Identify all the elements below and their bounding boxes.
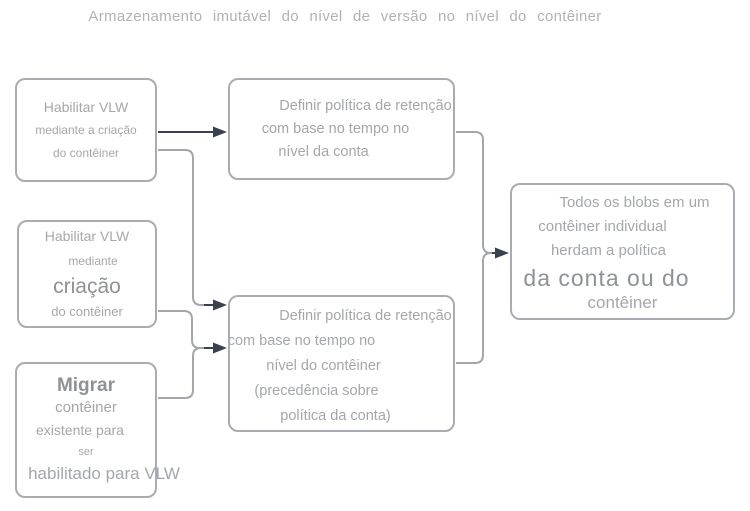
box-line: Habilitar VLW [43, 98, 129, 115]
box-line: do contêiner [51, 304, 123, 319]
box-line: nível da conta [278, 143, 369, 160]
connector-box2-to-container-policy [158, 310, 205, 349]
diagram-title: Armazenamento imutável do nível de versã… [88, 8, 602, 25]
arrowhead-icon [495, 247, 509, 259]
box-line: da conta ou do [523, 264, 690, 291]
arrowhead-icon [213, 126, 227, 138]
box-line: criação [53, 275, 121, 298]
box-line: nível do contêiner [266, 358, 381, 374]
box-line: habilitado para VLW [28, 464, 180, 483]
box-line: contêiner [587, 292, 658, 312]
box-container-level-retention-policy: Definir política de retenção com base no… [228, 295, 455, 432]
connector-box1-to-account-policy [158, 126, 227, 138]
box-line: herdam a política [550, 241, 667, 259]
box-line: existente para [36, 422, 124, 438]
box-line: Todos os blobs em um [559, 193, 710, 211]
box-line: Habilitar VLW [44, 228, 130, 244]
box-line: do contêiner [52, 145, 120, 160]
box-line: (precedência sobre [254, 383, 379, 399]
box-line: ser [78, 446, 94, 458]
box-line: Migrar [56, 375, 116, 396]
box-line: com base no tempo no [227, 333, 376, 349]
connector-box3-to-container-policy [158, 342, 227, 399]
connector-container-policy-to-result [456, 247, 509, 364]
box-line: mediante [68, 254, 118, 268]
arrowhead-icon [213, 299, 227, 311]
box-account-level-retention-policy: Definir política de retenção com base no… [228, 78, 455, 180]
box-migrate-existing-container: Migrar contêiner existente para ser habi… [15, 362, 180, 498]
connector-box1-to-container-policy [158, 149, 227, 311]
box-enable-vlw-via-creation: Habilitar VLW mediante criação do contêi… [17, 220, 157, 328]
box-enable-vlw-at-container-creation: Habilitar VLW mediante a criação do cont… [15, 78, 157, 182]
box-line: contêiner individual [538, 217, 667, 235]
arrowhead-icon [213, 342, 227, 354]
box-blobs-inherit-policy: Todos os blobs em um contêiner individua… [510, 183, 735, 320]
box-line: mediante a criação [35, 122, 137, 137]
box-line: Definir política de retenção [279, 308, 452, 324]
box-line: Definir política de retenção [279, 97, 452, 114]
box-line: política da conta) [280, 408, 391, 424]
connector-account-policy-to-result [456, 131, 493, 254]
box-line: contêiner [55, 399, 117, 416]
box-line: com base no tempo no [261, 120, 410, 137]
